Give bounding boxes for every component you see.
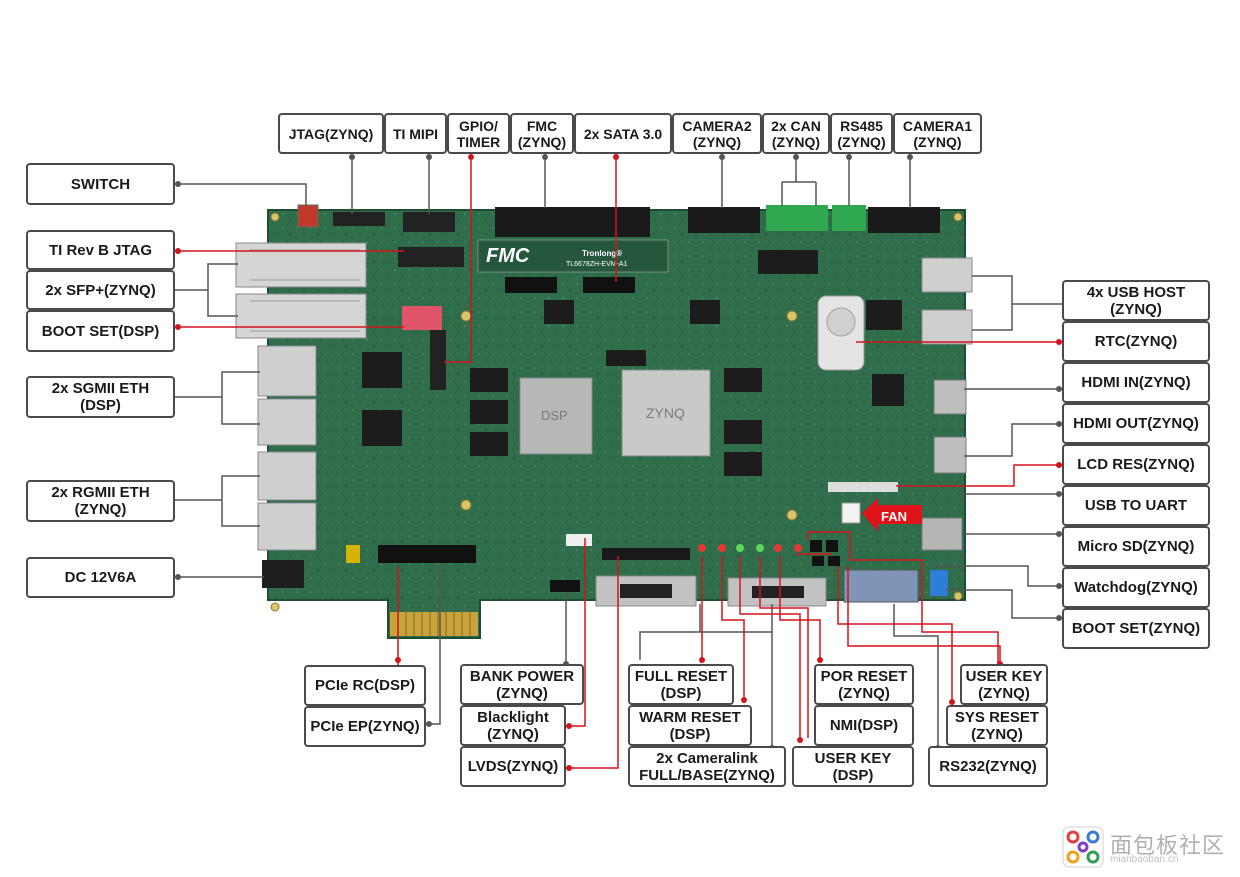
ethernet-jack-1 xyxy=(257,345,317,397)
label-blacklight: Blacklight (ZYNQ) xyxy=(460,705,566,746)
fan-arrow xyxy=(862,498,922,532)
label-lcd-res: LCD RES(ZYNQ) xyxy=(1062,444,1210,485)
camera1-header xyxy=(868,207,940,233)
led xyxy=(718,544,726,552)
label-ti-rev-b-jtag: TI Rev B JTAG xyxy=(26,230,175,270)
watermark-sub: mianbaoban.cn xyxy=(1110,854,1179,865)
label-por-reset: POR RESET (ZYNQ) xyxy=(814,664,914,705)
dsp-chip-label: DSP xyxy=(541,408,568,423)
toggle-switch xyxy=(297,204,319,228)
led xyxy=(774,544,782,552)
ethernet-jack-2 xyxy=(257,398,317,446)
gpio-header xyxy=(430,330,446,390)
label-sfp: 2x SFP+(ZYNQ) xyxy=(26,270,175,310)
blacklight-header xyxy=(566,534,592,546)
sata-2 xyxy=(583,277,635,293)
camera2-header xyxy=(688,207,760,233)
bank-power-jumper xyxy=(550,580,580,592)
fmc-connector xyxy=(495,207,650,237)
label-boot-set-zynq: BOOT SET(ZYNQ) xyxy=(1062,608,1210,649)
led xyxy=(756,544,764,552)
label-user-key-dsp: USER KEY (DSP) xyxy=(792,746,914,787)
lcd-connector xyxy=(828,482,898,492)
label-cameralink: 2x Cameralink FULL/BASE(ZYNQ) xyxy=(628,746,786,787)
label-user-key-zynq: USER KEY (ZYNQ) xyxy=(960,664,1048,705)
watermark-text: 面包板社区 xyxy=(1110,834,1226,859)
dip-switch-zynq xyxy=(930,570,948,596)
led xyxy=(736,544,744,552)
label-nmi: NMI(DSP) xyxy=(814,705,914,746)
label-pcie-ep: PCIe EP(ZYNQ) xyxy=(304,706,426,747)
fmc-logo: FMC xyxy=(486,245,530,267)
ti-mipi-header xyxy=(403,212,455,232)
label-watchdog: Watchdog(ZYNQ) xyxy=(1062,567,1210,608)
label-can: 2x CAN (ZYNQ) xyxy=(762,113,830,154)
ethernet-jack-4 xyxy=(257,502,317,551)
label-sys-reset: SYS RESET (ZYNQ) xyxy=(946,705,1048,746)
dip-switch-dsp xyxy=(402,306,442,330)
label-usb-host: 4x USB HOST (ZYNQ) xyxy=(1062,280,1210,321)
dc-jack xyxy=(262,560,304,588)
leader-lines-gray xyxy=(175,154,1062,748)
brand-label: Tronlong® xyxy=(582,249,622,258)
usb-host-2 xyxy=(921,309,973,345)
zynq-chip-label: ZYNQ xyxy=(646,405,685,421)
rs485-terminal xyxy=(832,205,866,231)
ti-jtag-header xyxy=(398,247,464,267)
label-rs232: RS232(ZYNQ) xyxy=(928,746,1048,787)
label-micro-sd: Micro SD(ZYNQ) xyxy=(1062,526,1210,567)
leader-dots-gray xyxy=(175,154,1062,751)
label-ti-mipi: TI MIPI xyxy=(384,113,447,154)
label-sgmii-eth: 2x SGMII ETH (DSP) xyxy=(26,376,175,418)
zynq-chip xyxy=(621,369,711,457)
label-camera2: CAMERA2 (ZYNQ) xyxy=(672,113,762,154)
rs232-db9 xyxy=(843,569,919,603)
fan-connector xyxy=(841,502,861,524)
label-pcie-rc: PCIe RC(DSP) xyxy=(304,665,426,706)
label-hdmi-in: HDMI IN(ZYNQ) xyxy=(1062,362,1210,403)
fan-label: FAN xyxy=(881,509,907,524)
watermark-logo-icon xyxy=(1062,826,1104,868)
label-gpio-timer: GPIO/ TIMER xyxy=(447,113,510,154)
label-bank-power: BANK POWER (ZYNQ) xyxy=(460,664,584,705)
led xyxy=(698,544,706,552)
led xyxy=(794,544,802,552)
jtag-zynq-header xyxy=(333,212,385,226)
label-rtc: RTC(ZYNQ) xyxy=(1062,321,1210,362)
micro-sd-slot xyxy=(921,517,963,551)
leader-dots xyxy=(175,154,1062,771)
model-label: TL6678ZH-EVM-A1 xyxy=(566,261,628,268)
pcb-board xyxy=(267,209,966,639)
can-terminal xyxy=(766,205,828,231)
dsp-chip xyxy=(519,377,593,455)
label-usb-uart: USB TO UART xyxy=(1062,485,1210,526)
label-camera1: CAMERA1 (ZYNQ) xyxy=(893,113,982,154)
sata-1 xyxy=(505,277,557,293)
lvds-header xyxy=(602,548,690,560)
hdmi-in xyxy=(933,379,967,415)
label-jtag-zynq: JTAG(ZYNQ) xyxy=(278,113,384,154)
label-dc-power: DC 12V6A xyxy=(26,557,175,598)
pcie-slot xyxy=(378,545,476,563)
hdmi-out xyxy=(933,436,967,474)
pcie-gold-fingers xyxy=(390,612,478,636)
label-boot-set-dsp: BOOT SET(DSP) xyxy=(26,310,175,352)
label-fmc-zynq: FMC (ZYNQ) xyxy=(510,113,574,154)
label-rgmii-eth: 2x RGMII ETH (ZYNQ) xyxy=(26,480,175,522)
ethernet-jack-3 xyxy=(257,451,317,501)
watermark: 面包板社区 mianbaoban.cn xyxy=(1062,826,1232,868)
label-sata: 2x SATA 3.0 xyxy=(574,113,672,154)
label-rs485: RS485 (ZYNQ) xyxy=(830,113,893,154)
label-switch: SWITCH xyxy=(26,163,175,205)
usb-host-1 xyxy=(921,257,973,293)
board-components xyxy=(235,204,973,607)
label-warm-reset: WARM RESET (DSP) xyxy=(628,705,752,746)
label-full-reset: FULL RESET (DSP) xyxy=(628,664,734,705)
label-lvds: LVDS(ZYNQ) xyxy=(460,746,566,787)
label-hdmi-out: HDMI OUT(ZYNQ) xyxy=(1062,403,1210,444)
